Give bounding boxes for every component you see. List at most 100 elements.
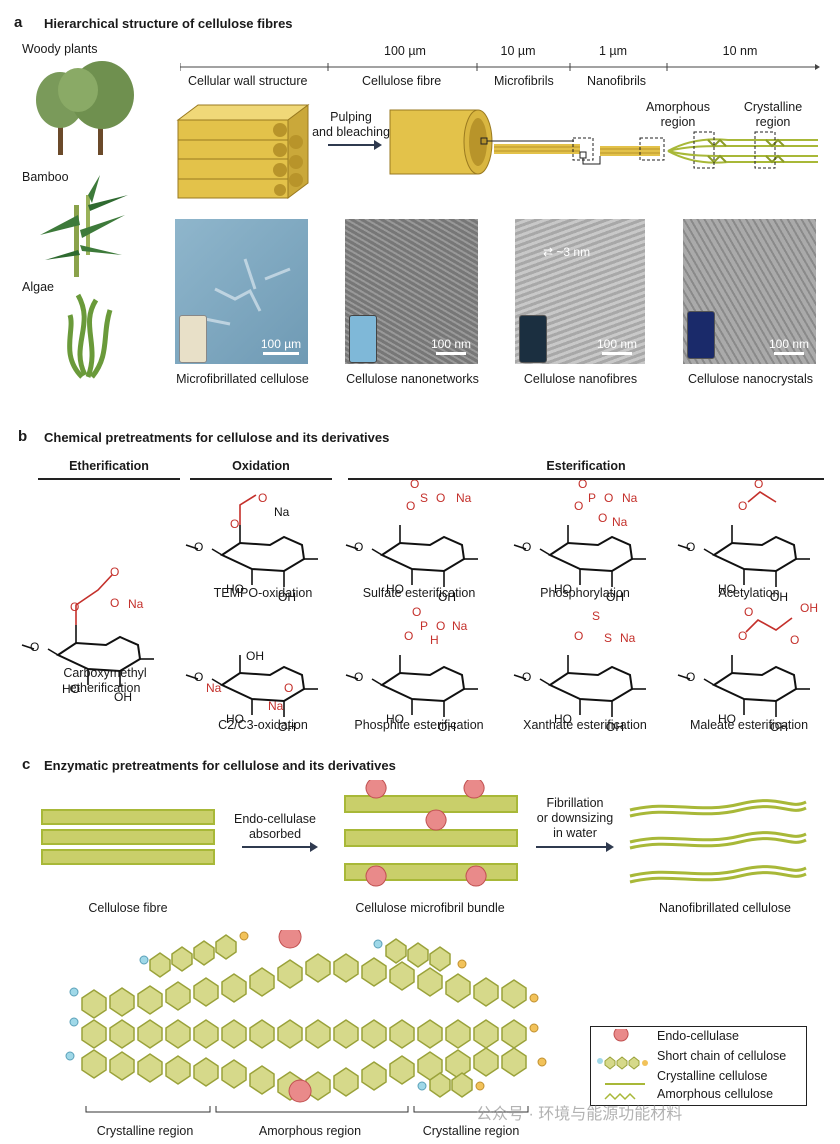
svg-text:O: O [230,517,239,531]
cellulose-chain-illustration [65,930,547,1113]
region-crystalline-left: Crystalline region [96,1124,194,1138]
svg-text:O: O [258,491,267,505]
scale-100um: 100 µm [384,44,426,58]
micrograph-nanofibres: ⇄ ~3 nm 100 nm [515,219,645,364]
rule-oxidation [190,478,332,480]
svg-text:OH: OH [800,601,818,615]
mfc-texture [204,258,291,326]
micrograph-mfc: 100 µm [175,219,308,364]
legend-short-chain: Short chain of cellulose [657,1049,787,1063]
nanofibrillated-fibres [629,799,807,884]
vial-nanonetworks [349,315,377,363]
svg-text:Na: Na [206,681,222,695]
svg-text:O: O [598,511,607,525]
scalebar-nanonetworks: 100 nm [427,337,475,355]
nanofibril-bundle [600,146,660,156]
endo-cellulase-enzymes [365,780,487,887]
microfibril-bundle [494,144,580,154]
legend-symbols [597,1029,648,1101]
micrograph-nanonetworks: 100 nm [345,219,478,364]
micrograph-nanocrystals: 100 nm [683,219,816,364]
header-etherification: Etherification [69,459,149,473]
svg-text:O: O [604,491,613,505]
scalebar-nanofibres: 100 nm [593,337,641,355]
step2-label: Fibrillation or downsizing in water [536,796,614,840]
bamboo-icon [40,175,128,277]
label-acetylation: Acetylation [718,586,780,600]
legend-crystalline: Crystalline cellulose [657,1069,768,1083]
svg-text:S: S [420,491,428,505]
level-nanofibrils: Nanofibrils [587,74,647,88]
svg-text:O: O [406,499,415,513]
svg-text:Na: Na [620,631,636,645]
svg-text:Na: Na [268,699,284,713]
level-cellulose-fibre: Cellulose fibre [362,74,442,88]
svg-text:Na: Na [612,515,628,529]
panel-c-title: Enzymatic pretreatments for cellulose an… [44,758,396,773]
region-amorphous: Amorphous region [258,1124,362,1138]
algae-icon [67,293,113,379]
enzyme-attack-sites [278,930,312,1103]
scale-1um: 1 µm [598,44,628,58]
svg-text:O: O [574,499,583,513]
header-esterification: Esterification [546,459,626,473]
panel-a-title: Hierarchical structure of cellulose fibr… [44,16,293,31]
stage-nanofibrillated: Nanofibrillated cellulose [658,901,792,915]
svg-text:O: O [578,480,587,491]
watermark: 公众号 · 环境与能源功能材料 [476,1106,683,1123]
vial-nanocrystals [687,311,715,359]
cellulose-chains [667,138,818,164]
plant-illustrations [36,61,134,379]
vial-mfc [179,315,207,363]
svg-text:O: O [744,605,753,619]
width-annotation: ⇄ ~3 nm [543,245,591,259]
scale-axis [180,63,820,71]
label-xanthate: Xanthate esterification [523,718,647,732]
fibre-bundle-left [41,809,215,865]
svg-text:O: O [410,480,419,491]
stage-fibre: Cellulose fibre [88,901,168,915]
scale-10um: 10 µm [500,44,536,58]
svg-text:O: O [738,499,747,513]
step1-label: Endo-cellulase absorbed [234,812,316,841]
svg-text:O: O [284,681,293,695]
svg-text:OH: OH [246,649,264,663]
legend-enzyme-icon [613,1029,629,1042]
svg-text:O: O [412,605,421,619]
svg-text:Na: Na [128,597,144,611]
chemical-structures: HO OH O O O O Na O O Na O S O O Na O P O… [21,480,818,735]
rule-etherification [38,478,180,480]
region-brackets [85,1106,529,1113]
panel-c-letter: c [22,756,31,773]
enzymatic-process-illustration [41,780,807,887]
svg-text:H: H [430,633,439,647]
caption-mfc: Microfibrillated cellulose [176,372,309,386]
crystalline-label: Crystalline region [743,100,803,129]
cell-wall-block [176,104,310,199]
cellulose-fibre-cylinder [389,109,493,175]
label-maleate: Maleate esterification [689,718,809,732]
svg-text:O: O [110,596,119,610]
svg-text:O: O [574,629,583,643]
rule-esterification [348,478,824,480]
label-carboxymethyl: Carboxymethyl etherification [63,666,147,695]
pulping-label: Pulping and bleaching [312,110,390,139]
svg-text:S: S [604,631,612,645]
legend-amorphous: Amorphous cellulose [657,1087,774,1101]
svg-text:O: O [404,629,413,643]
chain-ends-orange [239,931,547,1091]
svg-text:O: O [436,619,445,633]
svg-text:O: O [754,480,763,491]
svg-text:Na: Na [456,491,472,505]
chain-rows [81,934,527,1101]
svg-text:O: O [110,565,119,579]
svg-text:S: S [592,609,600,623]
source-algae: Algae [22,280,54,294]
label-sulfate: Sulfate esterification [362,586,476,600]
legend-endo-cellulase: Endo-cellulase [657,1029,739,1043]
svg-text:P: P [588,491,596,505]
header-oxidation: Oxidation [232,459,290,473]
svg-text:Na: Na [274,505,290,519]
region-crystalline-right: Crystalline region [422,1124,520,1138]
svg-text:O: O [738,629,747,643]
